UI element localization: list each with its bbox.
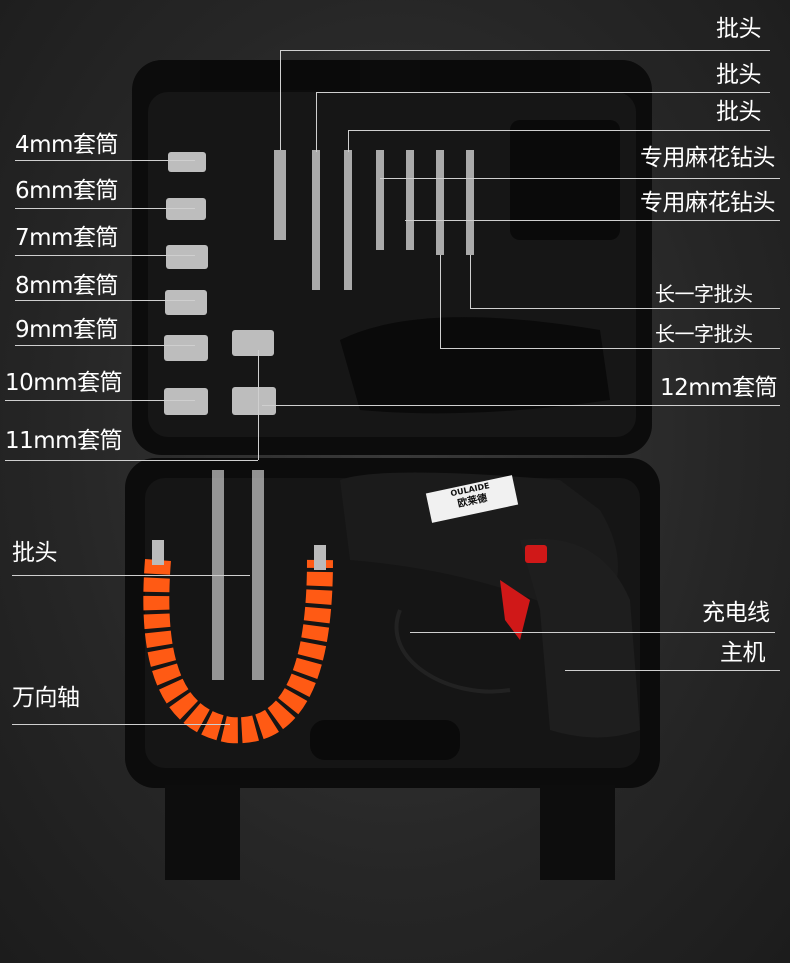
callout-line xyxy=(15,345,195,346)
callout-line xyxy=(280,50,281,150)
sockets xyxy=(164,152,276,415)
callout-line xyxy=(15,208,195,209)
label-12mm-socket: 12mm套筒 xyxy=(660,375,778,401)
callout-line xyxy=(12,724,230,725)
drill-cavity xyxy=(340,317,610,414)
callout-line xyxy=(316,92,317,152)
callout-line xyxy=(316,92,770,93)
label-bit-1: 批头 xyxy=(716,16,762,42)
label-bits: 批头 xyxy=(12,540,58,566)
label-7mm-socket: 7mm套筒 xyxy=(15,225,118,251)
callout-line xyxy=(12,575,250,576)
label-twist-drill-2: 专用麻花钻头 xyxy=(640,190,776,216)
label-bit-3: 批头 xyxy=(716,99,762,125)
label-11mm-socket: 11mm套筒 xyxy=(5,428,123,454)
callout-line xyxy=(405,220,780,221)
callout-line xyxy=(440,348,780,349)
label-10mm-socket: 10mm套筒 xyxy=(5,370,123,396)
callout-line xyxy=(440,255,441,348)
callout-line xyxy=(258,350,259,460)
label-charging-cable: 充电线 xyxy=(702,600,770,626)
label-4mm-socket: 4mm套筒 xyxy=(15,132,118,158)
callout-line xyxy=(5,400,195,401)
callout-line xyxy=(470,255,471,308)
callout-line xyxy=(348,130,770,131)
bits xyxy=(274,150,474,290)
callout-line xyxy=(280,50,770,51)
flexible-shaft xyxy=(143,558,333,744)
callout-line xyxy=(15,160,195,161)
callout-line xyxy=(15,255,195,256)
latch-right xyxy=(540,785,615,880)
label-bit-2: 批头 xyxy=(716,62,762,88)
label-main-unit: 主机 xyxy=(720,640,766,666)
charging-cable xyxy=(394,609,511,694)
label-flexible-shaft: 万向轴 xyxy=(12,685,80,711)
label-9mm-socket: 9mm套筒 xyxy=(15,317,118,343)
callout-line xyxy=(5,460,258,461)
callout-line xyxy=(348,130,349,152)
callout-line xyxy=(470,308,780,309)
callout-line xyxy=(565,670,780,671)
label-twist-drill-1: 专用麻花钻头 xyxy=(640,145,776,171)
label-6mm-socket: 6mm套筒 xyxy=(15,178,118,204)
drill-handle xyxy=(520,538,640,738)
callout-line xyxy=(262,405,780,406)
label-8mm-socket: 8mm套筒 xyxy=(15,273,118,299)
callout-line xyxy=(380,178,780,179)
callout-line xyxy=(410,632,775,633)
latch-left xyxy=(165,785,240,880)
callout-line xyxy=(15,300,195,301)
label-long-flat-bit-1: 长一字批头 xyxy=(655,282,753,306)
label-long-flat-bit-2: 长一字批头 xyxy=(655,322,753,346)
